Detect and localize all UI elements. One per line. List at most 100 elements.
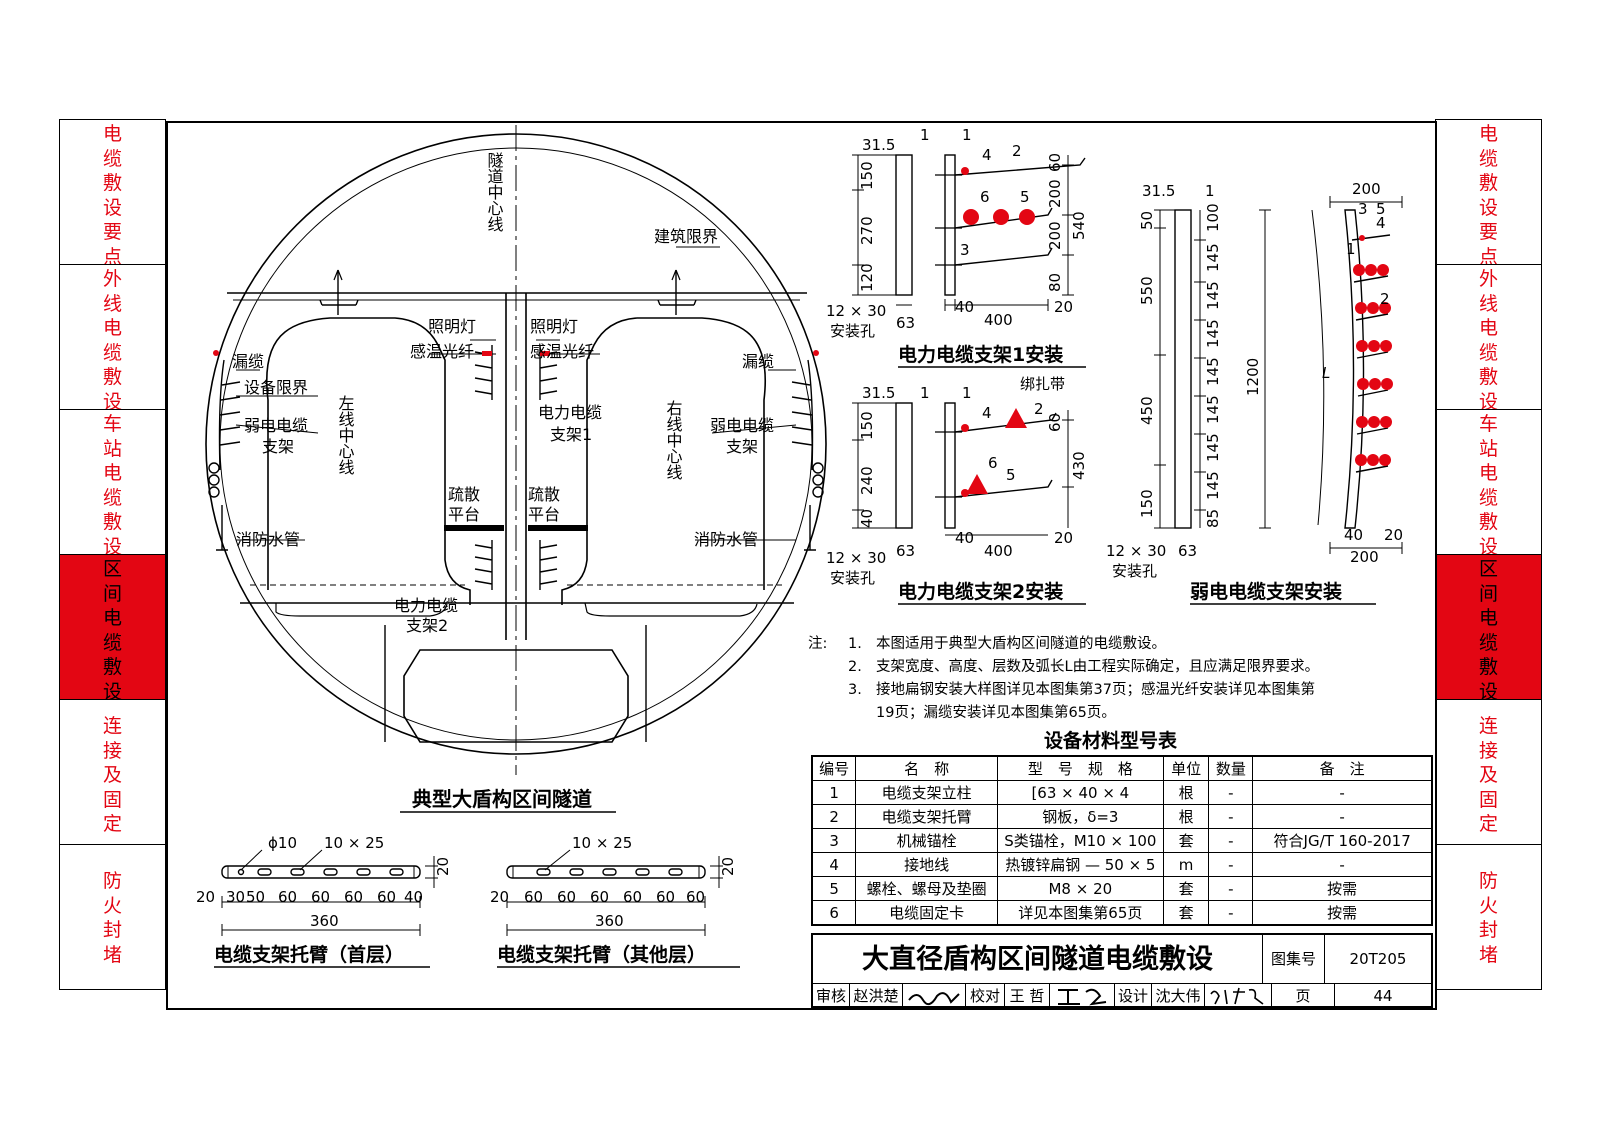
side-tab-fireproof-r[interactable]: 防火封堵: [1435, 844, 1542, 990]
table-cell: 套: [1162, 876, 1210, 901]
callout-2: 2: [1012, 142, 1022, 160]
weak-bracket-left: [208, 359, 241, 551]
side-tab-station[interactable]: 车站电缆敷设: [59, 409, 166, 558]
dim: 20: [434, 857, 452, 876]
detail1-title: 电力电缆支架1安装: [898, 343, 1063, 366]
notes: 注:1.本图适用于典型大盾构区间隧道的电缆敷设。 2.支架宽度、高度、层数及弧长…: [808, 633, 1319, 725]
checker-signature: [1050, 984, 1115, 1008]
dim: 60: [623, 888, 642, 906]
detail3-cables: [1353, 235, 1393, 466]
side-tab-section-r[interactable]: 区间电缆敷设: [1435, 554, 1542, 703]
table-cell: 机械锚栓: [855, 828, 998, 853]
table-header: 型 号 规 格: [996, 755, 1164, 781]
table-cell: 按需: [1252, 900, 1433, 926]
evac-platform-left: [444, 525, 504, 531]
dim: 550: [1138, 276, 1156, 305]
dim: 360: [310, 912, 339, 930]
tunnel-section: [205, 125, 827, 775]
slot-label: 10 × 25: [572, 834, 632, 852]
note-num: 2.: [848, 659, 862, 675]
dim: 60: [524, 888, 543, 906]
note-num: 3.: [848, 682, 862, 698]
table-cell: -: [1252, 780, 1433, 805]
dim: 31.5: [1142, 182, 1175, 200]
table-cell: -: [1208, 780, 1254, 805]
dim: 31.5: [862, 384, 895, 402]
check-label: 校对: [966, 984, 1005, 1008]
red-fiber-markers: [213, 350, 819, 356]
dim: 63: [896, 314, 915, 332]
reviewer-signature: [903, 984, 966, 1008]
side-tab-label: 连接及固定: [1478, 715, 1498, 835]
dim: 85: [1204, 509, 1222, 528]
table-header: 编号: [811, 755, 857, 781]
table-cell: 螺栓、螺母及垫圈: [855, 876, 998, 901]
side-tab-label: 车站电缆敷设: [102, 413, 122, 558]
table-cell: 电缆支架托臂: [855, 804, 998, 829]
detail2-cables: [961, 408, 1027, 497]
dim: 60: [311, 888, 330, 906]
dim: 60: [1046, 153, 1064, 172]
left-line-label: 左线中心线: [336, 395, 355, 475]
dim: 145: [1204, 471, 1222, 500]
side-tab-cable-points-r[interactable]: 电缆敷设要点: [1435, 119, 1542, 268]
dim: 60: [686, 888, 705, 906]
table-cell: 6: [811, 900, 857, 926]
callout-3: 3: [960, 241, 970, 259]
callout-3: 3: [1358, 200, 1368, 218]
table-cell: -: [1252, 804, 1433, 829]
dim: 60: [557, 888, 576, 906]
side-tab-label: 外线电缆敷设: [102, 268, 122, 413]
arm-other-labels: 10 × 25 20 20 60 60 60 60 60 60 360 电缆支架…: [490, 834, 737, 966]
drawing-frame: [166, 121, 1437, 1010]
side-tab-cable-points[interactable]: 电缆敷设要点: [59, 119, 166, 268]
table-cell: -: [1208, 828, 1254, 853]
side-tab-label: 车站电缆敷设: [1478, 413, 1498, 558]
dim: 40: [404, 888, 423, 906]
atlas-label: 图集号: [1263, 935, 1325, 984]
table-cell: 钢板，δ=3: [996, 804, 1164, 829]
callout-4: 4: [1376, 214, 1386, 232]
dim: 30: [226, 888, 245, 906]
dim: 450: [1138, 396, 1156, 425]
dim: 20: [719, 857, 737, 876]
callout-4: 4: [982, 404, 992, 422]
table-cell: 根: [1162, 780, 1210, 805]
table-cell: -: [1208, 900, 1254, 926]
right-train-envelope: [561, 317, 767, 605]
page-number: 44: [1373, 987, 1393, 1005]
detail1-drawing: [852, 154, 1086, 311]
side-tab-outdoor[interactable]: 外线电缆敷设: [59, 264, 166, 413]
tunnel-center-label: 隧道中心线: [485, 152, 504, 232]
table-cell: 套: [1162, 900, 1210, 926]
dim: 31.5: [862, 136, 895, 154]
dim: 20: [1054, 529, 1073, 547]
callout-1: 1: [1346, 240, 1356, 258]
table-cell: 5: [811, 876, 857, 901]
detail2-drawing: [852, 402, 1074, 536]
dim: 1200: [1244, 358, 1262, 396]
dim: 63: [1178, 542, 1197, 560]
dim: 60: [656, 888, 675, 906]
arm-other-title: 电缆支架托臂（其他层）: [497, 943, 706, 966]
table-cell: [63 × 40 × 4: [996, 780, 1164, 805]
dim: 430: [1070, 451, 1088, 480]
dim: 240: [858, 466, 876, 495]
weak-bracket-right: [791, 359, 824, 551]
dim: 50: [246, 888, 265, 906]
side-tab-fireproof[interactable]: 防火封堵: [59, 844, 166, 990]
table-cell: 2: [811, 804, 857, 829]
dim: 40: [955, 529, 974, 547]
detail3-labels: 31.5 1 200 3 5 4 1 2 L 50 550 450 150 10…: [1106, 180, 1403, 603]
evac-platform-right: [528, 525, 588, 531]
callout-5: 5: [1376, 200, 1386, 218]
hole-label: 安装孔: [1112, 562, 1157, 580]
right-line-label: 右线中心线: [664, 400, 683, 480]
side-tab-outdoor-r[interactable]: 外线电缆敷设: [1435, 264, 1542, 413]
note-text: 接地扁钢安装大样图详见本图集第37页；感温光纤安装详见本图集第: [876, 682, 1315, 698]
arc-length-label: L: [1322, 364, 1330, 382]
dim: 270: [858, 216, 876, 245]
side-tab-connection[interactable]: 连接及固定: [59, 699, 166, 845]
detail3-title: 弱电电缆支架安装: [1190, 580, 1342, 603]
